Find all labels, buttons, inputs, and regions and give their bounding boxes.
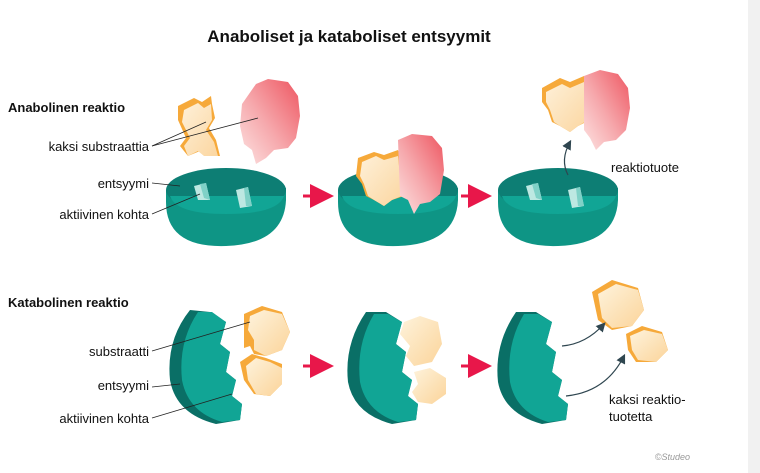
label-active-site-anabolic: aktiivinen kohta	[59, 207, 149, 222]
product-arrow-2	[565, 353, 626, 397]
catabolic-enzyme-2	[347, 312, 418, 424]
anabolic-enzyme-3	[498, 168, 618, 247]
catabolic-product-2	[626, 326, 668, 362]
anabolic-heading: Anabolinen reaktio	[8, 100, 125, 115]
label-enzyme-anabolic: entsyymi	[98, 176, 149, 191]
label-two-products-line2: tuotetta	[609, 409, 653, 424]
pointer-substrate-catabolic	[151, 321, 251, 352]
label-substrate: substraatti	[89, 344, 149, 359]
catabolic-enzyme-1	[169, 310, 242, 424]
label-product: reaktiotuote	[611, 160, 679, 175]
label-two-substrates: kaksi substraattia	[49, 139, 150, 154]
pointer-substrate-1	[151, 121, 207, 147]
pointer-enzyme	[151, 182, 181, 187]
product-release-arrow	[562, 139, 572, 176]
pointer-substrate-2	[151, 117, 259, 147]
anabolic-complex-orange	[356, 150, 404, 206]
catabolic-enzyme-3	[497, 312, 568, 424]
anabolic-enzyme-1	[166, 168, 286, 247]
copyright-text: ©Studeo	[655, 452, 690, 462]
catabolic-complex-substrate	[400, 316, 446, 404]
label-enzyme-catabolic: entsyymi	[98, 378, 149, 393]
pointer-active-site-catabolic	[151, 393, 233, 419]
anabolic-substrate-orange	[178, 96, 220, 156]
product-arrow-1	[561, 322, 606, 347]
catabolic-product-1	[592, 280, 644, 330]
anabolic-complex-red	[398, 134, 444, 214]
anabolic-product	[542, 70, 630, 150]
catabolic-substrate	[240, 306, 290, 396]
diagram-title: Anaboliset ja kataboliset entsyymit	[207, 27, 491, 46]
label-active-site-catabolic: aktiivinen kohta	[59, 411, 149, 426]
catabolic-heading: Katabolinen reaktio	[8, 295, 129, 310]
pointer-active-site	[151, 193, 201, 215]
label-two-products-line1: kaksi reaktio-	[609, 392, 686, 407]
scrollbar[interactable]	[748, 0, 760, 473]
pointer-enzyme-catabolic	[151, 383, 181, 388]
anabolic-substrate-red	[240, 79, 300, 164]
